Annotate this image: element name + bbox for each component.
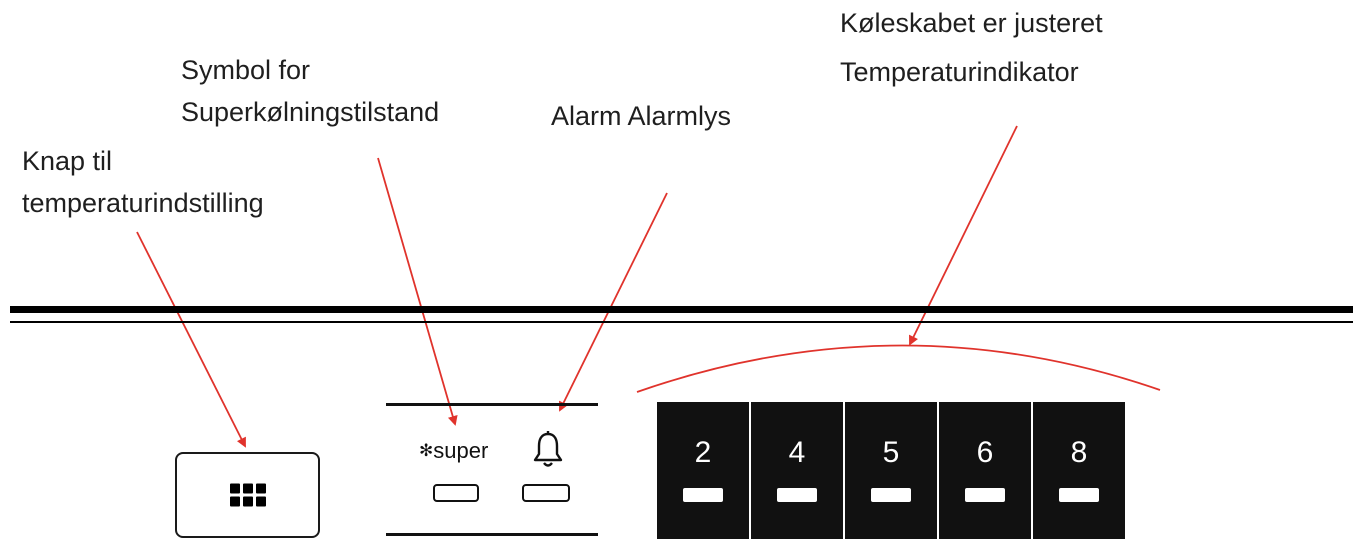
divider-thick <box>10 306 1353 313</box>
temp-value: 2 <box>694 436 712 469</box>
snowflake-icon: ✻ <box>419 441 434 460</box>
status-area-bottom-line <box>386 533 598 536</box>
temp-cell: 4 <box>751 402 843 539</box>
super-symbol: ✻super <box>419 438 488 464</box>
temp-light <box>683 488 723 502</box>
temp-light <box>965 488 1005 502</box>
divider-thin <box>10 321 1353 323</box>
super-symbol-label-line1: Symbol for <box>181 55 311 85</box>
temp-button-label-line2: temperaturindstilling <box>22 188 264 218</box>
temp-value: 4 <box>788 436 806 469</box>
super-text: super <box>433 438 489 463</box>
temp-light <box>871 488 911 502</box>
temp-cell: 8 <box>1033 402 1125 539</box>
bell-icon <box>533 431 563 467</box>
temp-value: 8 <box>1070 436 1088 469</box>
temp-indicator-label-line2: Temperaturindikator <box>840 57 1079 87</box>
temp-indicator-label-line1: Køleskabet er justeret <box>840 8 1103 38</box>
grid-icon <box>229 483 266 507</box>
temperature-setting-button[interactable] <box>175 452 320 538</box>
temp-light <box>777 488 817 502</box>
temp-value: 6 <box>976 436 994 469</box>
temp-indicator-arc <box>636 344 1161 393</box>
temp-cell: 2 <box>657 402 749 539</box>
temp-value: 5 <box>882 436 900 469</box>
temp-button-label-line1: Knap til <box>22 146 113 176</box>
status-area-top-line <box>386 403 598 406</box>
alarm-label: Alarm Alarmlys <box>551 101 732 131</box>
arrow-alarm <box>559 192 668 412</box>
temp-cell: 5 <box>845 402 937 539</box>
temp-light <box>1059 488 1099 502</box>
arrow-temp-button <box>136 231 246 448</box>
super-indicator-light <box>433 484 479 502</box>
arrow-super-symbol <box>377 157 458 426</box>
alarm-indicator-light <box>522 484 570 502</box>
super-symbol-label-line2: Superkølningstilstand <box>181 97 440 127</box>
temp-cell: 6 <box>939 402 1031 539</box>
